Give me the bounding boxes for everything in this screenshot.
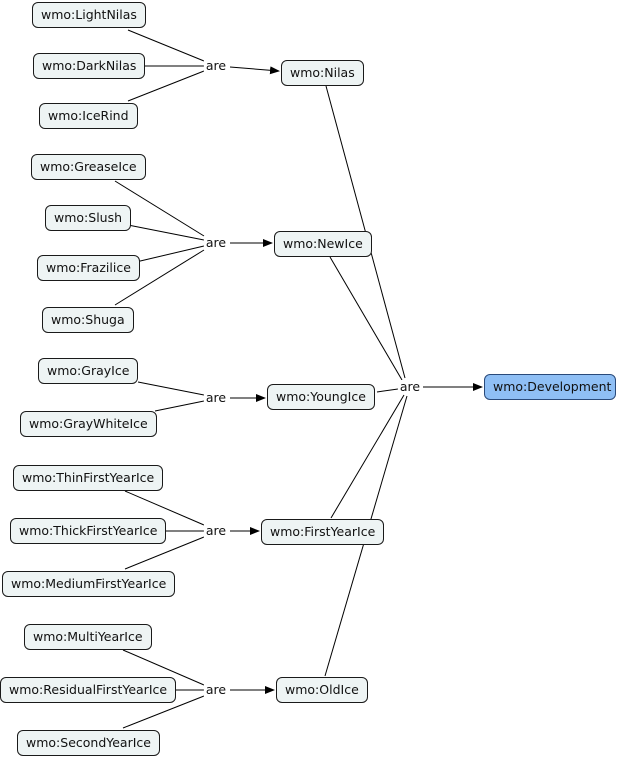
node-nilas[interactable]: wmo:Nilas — [281, 60, 364, 86]
edge-ice-rind — [127, 70, 205, 102]
edge-second-year-ice — [122, 695, 205, 729]
edge-light-nilas — [127, 29, 205, 62]
edge-frazilice — [135, 245, 205, 263]
node-multi-year-ice[interactable]: wmo:MultiYearIce — [24, 624, 152, 650]
edge-shuga — [114, 249, 205, 306]
edge-slush — [127, 224, 205, 241]
link-label-new-ice: are — [203, 235, 229, 250]
edge-gray-white-ice — [154, 400, 205, 412]
edge-thin-first-year-ice — [124, 490, 205, 526]
node-thin-first-year-ice[interactable]: wmo:ThinFirstYearIce — [13, 465, 164, 491]
edge-medium-first-year-ice — [124, 536, 205, 570]
node-gray-white-ice[interactable]: wmo:GrayWhiteIce — [20, 411, 157, 437]
edge-new-ice-center — [329, 256, 403, 381]
node-grease-ice[interactable]: wmo:GreaseIce — [31, 154, 146, 180]
node-gray-ice[interactable]: wmo:GrayIce — [38, 358, 139, 384]
node-medium-first-year-ice[interactable]: wmo:MediumFirstYearIce — [2, 571, 176, 597]
edge-multi-year-ice — [122, 649, 205, 686]
node-ice-rind[interactable]: wmo:IceRind — [39, 103, 138, 129]
node-old-ice[interactable]: wmo:OldIce — [276, 677, 368, 703]
node-frazilice[interactable]: wmo:Frazilice — [37, 255, 140, 281]
node-first-year-ice[interactable]: wmo:FirstYearIce — [261, 519, 385, 545]
node-new-ice[interactable]: wmo:NewIce — [274, 231, 372, 257]
edge-young-ice-center — [376, 388, 399, 393]
node-second-year-ice[interactable]: wmo:SecondYearIce — [17, 730, 160, 756]
edge-are-nilas — [229, 66, 280, 75]
node-thick-first-year-ice[interactable]: wmo:ThickFirstYearIce — [10, 518, 167, 544]
node-young-ice[interactable]: wmo:YoungIce — [267, 384, 375, 410]
node-light-nilas[interactable]: wmo:LightNilas — [32, 2, 146, 28]
node-shuga[interactable]: wmo:Shuga — [42, 307, 134, 333]
node-dark-nilas[interactable]: wmo:DarkNilas — [33, 53, 146, 79]
node-development[interactable]: wmo:Development — [484, 374, 616, 400]
link-label-nilas: are — [203, 58, 229, 73]
link-label-first-year-ice: are — [203, 523, 229, 538]
node-residual-first-year-ice[interactable]: wmo:ResidualFirstYearIce — [0, 677, 177, 703]
link-label-root: are — [397, 379, 423, 394]
edge-grease-ice — [114, 180, 205, 237]
node-slush[interactable]: wmo:Slush — [45, 205, 132, 231]
edge-first-year-ice-center — [330, 394, 405, 519]
link-label-old-ice: are — [203, 682, 229, 697]
edge-gray-ice — [137, 381, 205, 396]
link-label-young-ice: are — [203, 390, 229, 405]
